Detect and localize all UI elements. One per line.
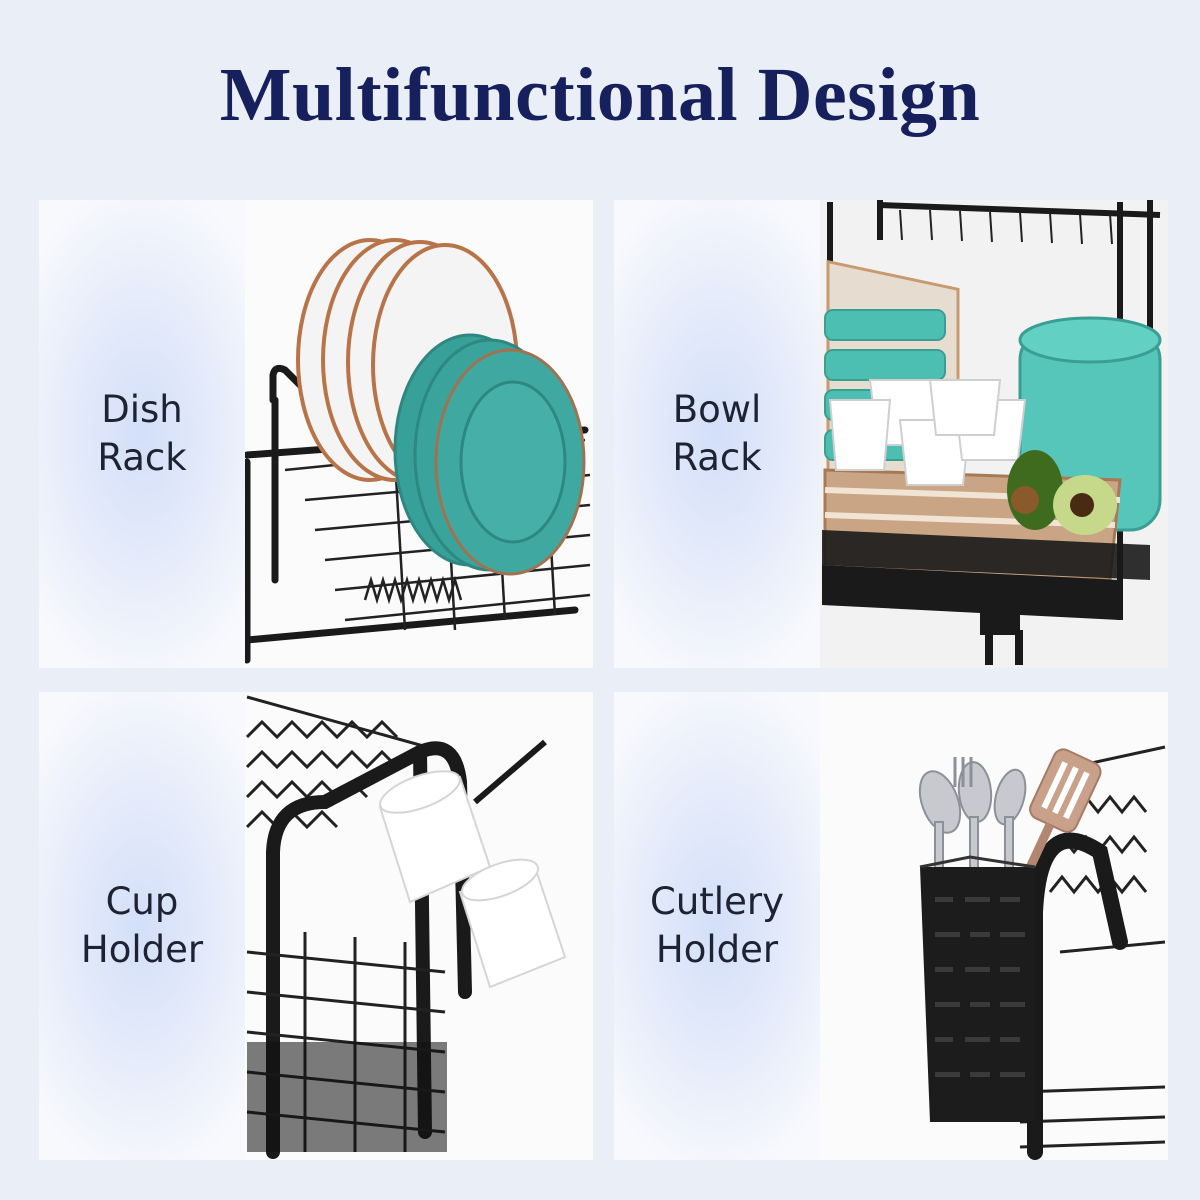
- label-line: Cup: [105, 880, 179, 923]
- feature-panel-bowl-rack: Bowl Rack: [614, 200, 1168, 668]
- feature-panel-cup-holder: Cup Holder: [39, 692, 593, 1160]
- label-line: Holder: [80, 928, 204, 971]
- label-line: Bowl: [672, 388, 762, 431]
- label-line: Dish: [101, 388, 183, 431]
- label-line: Rack: [672, 436, 762, 479]
- cutlery-holder-photo: [820, 692, 1168, 1160]
- page-title: Multifunctional Design: [219, 53, 981, 137]
- feature-label-cup-holder: Cup Holder: [39, 692, 245, 1160]
- cup-holder-photo: [245, 692, 593, 1160]
- feature-label-dish-rack: Dish Rack: [39, 200, 245, 668]
- label-line: Rack: [97, 436, 187, 479]
- bowl-rack-photo: [820, 200, 1168, 668]
- feature-panel-dish-rack: Dish Rack: [39, 200, 593, 668]
- feature-panel-cutlery-holder: Cutlery Holder: [614, 692, 1168, 1160]
- label-line: Cutlery: [650, 880, 784, 923]
- feature-label-bowl-rack: Bowl Rack: [614, 200, 820, 668]
- feature-label-cutlery-holder: Cutlery Holder: [614, 692, 820, 1160]
- label-line: Holder: [655, 928, 779, 971]
- dish-rack-photo: [245, 200, 593, 668]
